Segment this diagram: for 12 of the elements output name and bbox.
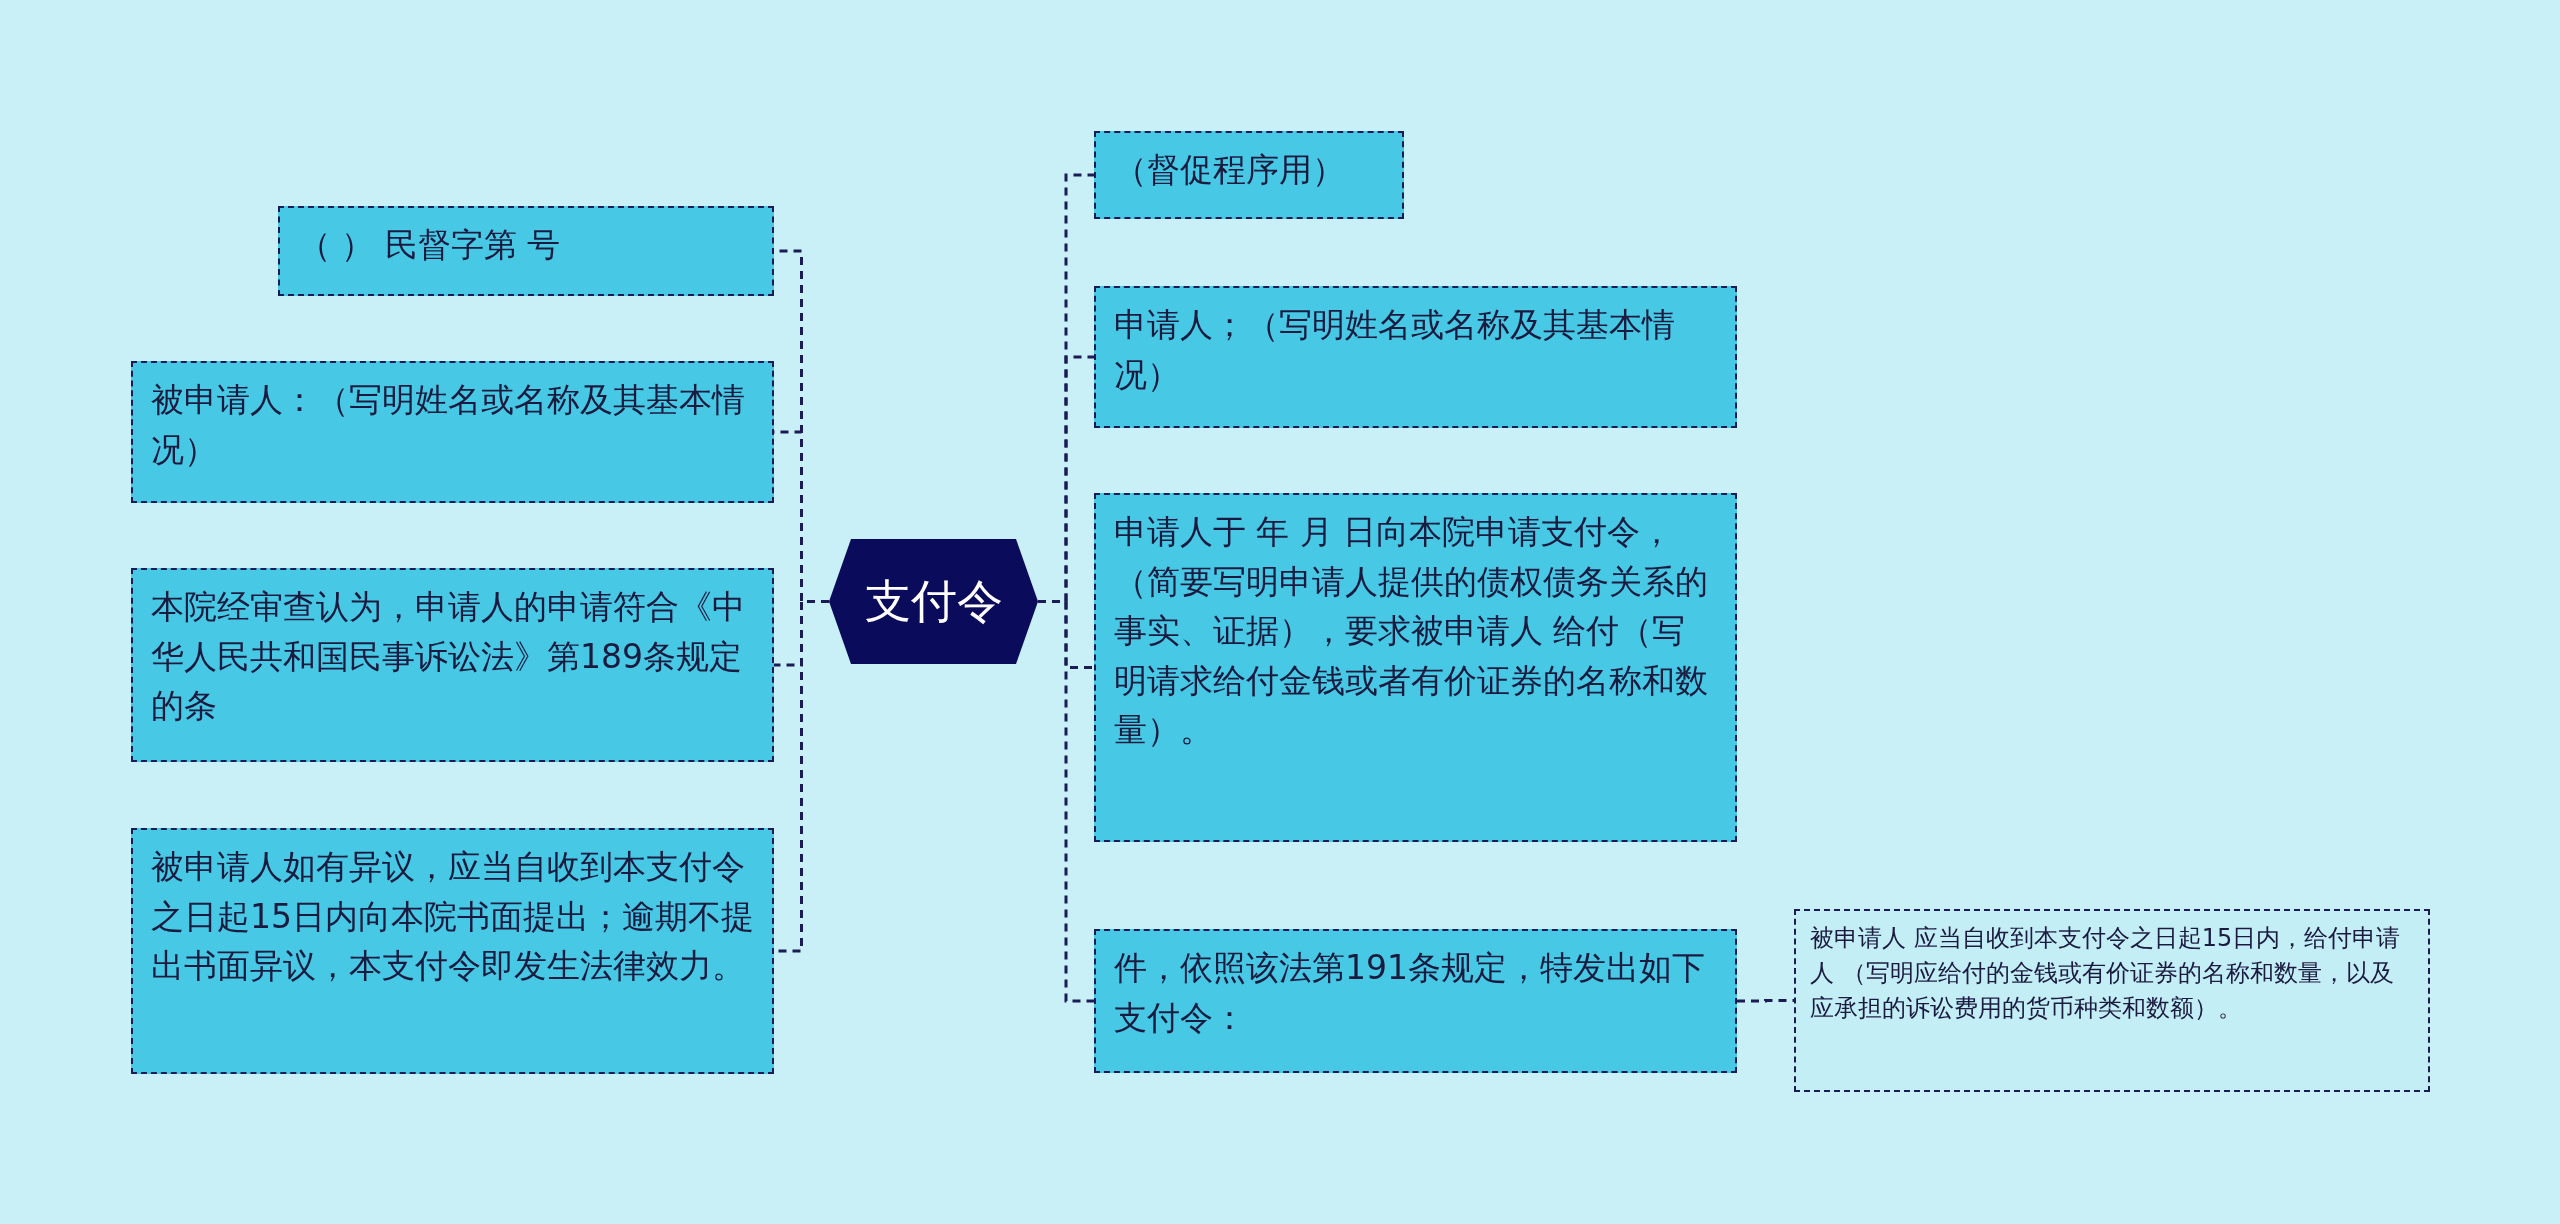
connector-line: [1737, 999, 1794, 1003]
branch-box: 本院经审查认为，申请人的申请符合《中华人民共和国民事诉讼法》第189条规定的条: [131, 568, 774, 762]
branch-box: 被申请人如有异议，应当自收到本支付令之日起15日内向本院书面提出；逾期不提出书面异议，本支付令即发生法律效力。: [131, 828, 774, 1074]
topic-text: 支付令: [864, 572, 1003, 630]
branch-box: （督促程序用）: [1094, 131, 1404, 219]
branch-box: 申请人于 年 月 日向本院申请支付令，（简要写明申请人提供的债权债务关系的事实、证据），要求被申请人 给付（写明请求给付金钱或者有价证券的名称和数量）。: [1094, 493, 1737, 842]
branch-box: （ ） 民督字第 号: [278, 206, 774, 296]
branch-box: 件，依照该法第191条规定，特发出如下支付令：: [1094, 929, 1737, 1073]
branch-box: 申请人；（写明姓名或名称及其基本情况）: [1094, 286, 1737, 428]
subtopic-box: 被申请人 应当自收到本支付令之日起15日内，给付申请人 （写明应给付的金钱或有价证券的名称和数量，以及应承担的诉讼费用的货币种类和数额）。: [1794, 909, 2430, 1092]
branch-box: 被申请人：（写明姓名或名称及其基本情况）: [131, 361, 774, 503]
connector-line: [1038, 600, 1094, 1003]
